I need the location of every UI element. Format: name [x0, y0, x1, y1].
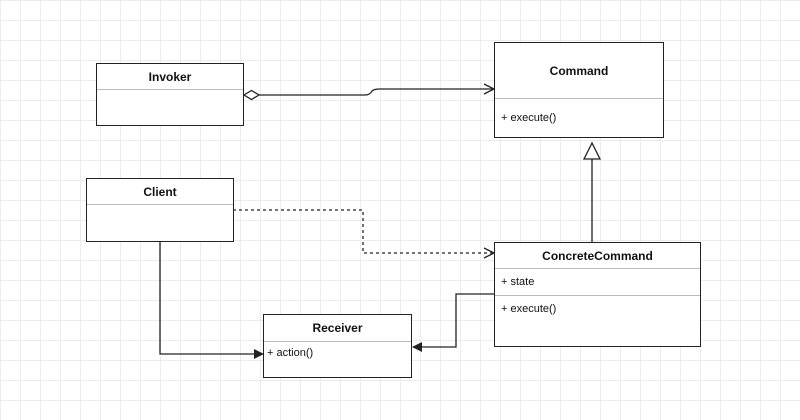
command-class[interactable]: Command + execute(): [494, 42, 664, 138]
invoker-class[interactable]: Invoker: [96, 63, 244, 126]
client-concretecommand-dependency-line: [233, 209, 494, 253]
receiver-operation-action: + action(): [267, 347, 314, 359]
invoker-command-aggregation-line: [259, 89, 494, 96]
concretecommand-receiver-association-line: [412, 293, 494, 352]
invoker-empty-section: [97, 90, 243, 124]
client-class-name: Client: [87, 179, 233, 205]
client-empty-section: [87, 205, 233, 240]
command-operation-execute: + execute(): [501, 111, 557, 124]
receiver-class[interactable]: Receiver + action(): [263, 314, 412, 378]
concretecommand-class[interactable]: ConcreteCommand + state + execute(): [494, 242, 701, 347]
aggregation-diamond-icon: [242, 89, 261, 101]
client-class[interactable]: Client: [86, 178, 234, 242]
invoker-class-name: Invoker: [97, 64, 243, 90]
client-receiver-association-line: [159, 242, 264, 359]
inheritance-triangle-icon: [582, 141, 602, 160]
concretecommand-class-name: ConcreteCommand: [495, 243, 700, 269]
concretecommand-operation-execute: + execute(): [501, 303, 557, 315]
concretecommand-attribute-state: + state: [495, 269, 700, 296]
receiver-class-name: Receiver: [264, 315, 411, 342]
command-class-name: Command: [495, 43, 663, 99]
